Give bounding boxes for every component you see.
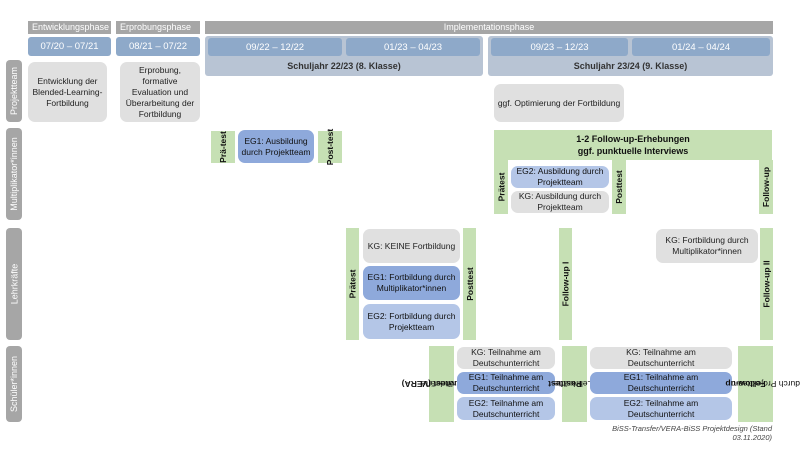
multi-posttest: Post-test [318, 129, 342, 165]
projektteam-optimierung: ggf. Optimierung der Fortbildung [494, 84, 624, 122]
period-2: 08/21 – 07/22 [116, 37, 200, 56]
followup-title-1: 1-2 Follow-up-Erhebungen [576, 134, 690, 144]
projektteam-erprobung: Erprobung, formative Evaluation und Über… [120, 62, 200, 122]
period-1: 07/20 – 07/21 [28, 37, 111, 56]
multi-eg1: EG1: Ausbildung durch Projektteam [238, 130, 314, 163]
sch-praetest: Prätest (VERA)durch Lehrkräfte [401, 346, 482, 422]
sch-eg2: EG2: Teilnahme am Deutschunterricht [457, 397, 555, 420]
followup-panel [494, 130, 772, 160]
multi-eg2: EG2: Ausbildung durch Projektteam [511, 166, 609, 188]
multi-followup: Follow-up [759, 160, 773, 214]
lk-followup-2: Follow-up II [760, 228, 773, 340]
row-label-schueler: Schüler*innen [6, 346, 22, 422]
row-label-projektteam: Projektteam [6, 60, 22, 122]
lk-eg2: EG2: Fortbildung durch Projektteam [363, 304, 460, 339]
lk-eg1: EG1: Fortbildung durch Multiplikator*inn… [363, 266, 460, 300]
period-5: 09/23 – 12/23 [491, 38, 628, 56]
phase-erprobung: Erprobungsphase [116, 21, 200, 34]
sch-eg1-2: EG1: Teilnahme am Deutschunterricht [590, 372, 732, 394]
lk-kg: KG: KEINE Fortbildung [363, 229, 460, 263]
sch-eg2-2: EG2: Teilnahme am Deutschunterricht [590, 397, 732, 420]
lk-kg-2: KG: Fortbildung durch Multiplikator*inne… [656, 229, 758, 263]
sch-eg1: EG1: Teilnahme am Deutschunterricht [457, 372, 555, 394]
sch-kg-2: KG: Teilnahme am Deutschunterricht [590, 347, 732, 369]
sch-kg: KG: Teilnahme am Deutschunterricht [457, 347, 555, 369]
row-label-multiplikatoren: Multiplikator*innen [6, 128, 22, 220]
multi-posttest-2: Posttest [612, 160, 626, 214]
phase-implementation: Implementationsphase [205, 21, 773, 34]
followup-title-2: ggf. punktuelle Interviews [577, 146, 689, 156]
lk-praetest: Prätest [346, 228, 359, 340]
period-6: 01/24 – 04/24 [632, 38, 770, 56]
phase-entwicklung: Entwicklungsphase [28, 21, 111, 34]
followup-panel-text: 1-2 Follow-up-Erhebungen ggf. punktuelle… [494, 130, 772, 160]
period-3: 09/22 – 12/22 [208, 38, 342, 56]
multi-praetest-2: Prätest [494, 160, 508, 214]
multi-kg: KG: Ausbildung durch Projektteam [511, 191, 609, 213]
multi-praetest: Prä-test [211, 131, 235, 163]
projektteam-entwicklung: Entwicklung der Blended-Learning-Fortbil… [28, 62, 107, 122]
footer-caption: BiSS-Transfer/VERA-BiSS Projektdesign (S… [612, 424, 772, 442]
period-4: 01/23 – 04/23 [346, 38, 480, 56]
row-label-lehrkraefte: Lehrkräfte [6, 228, 22, 340]
lk-followup-1: Follow-up I [559, 228, 572, 340]
lk-posttest: Posttest [463, 228, 476, 340]
